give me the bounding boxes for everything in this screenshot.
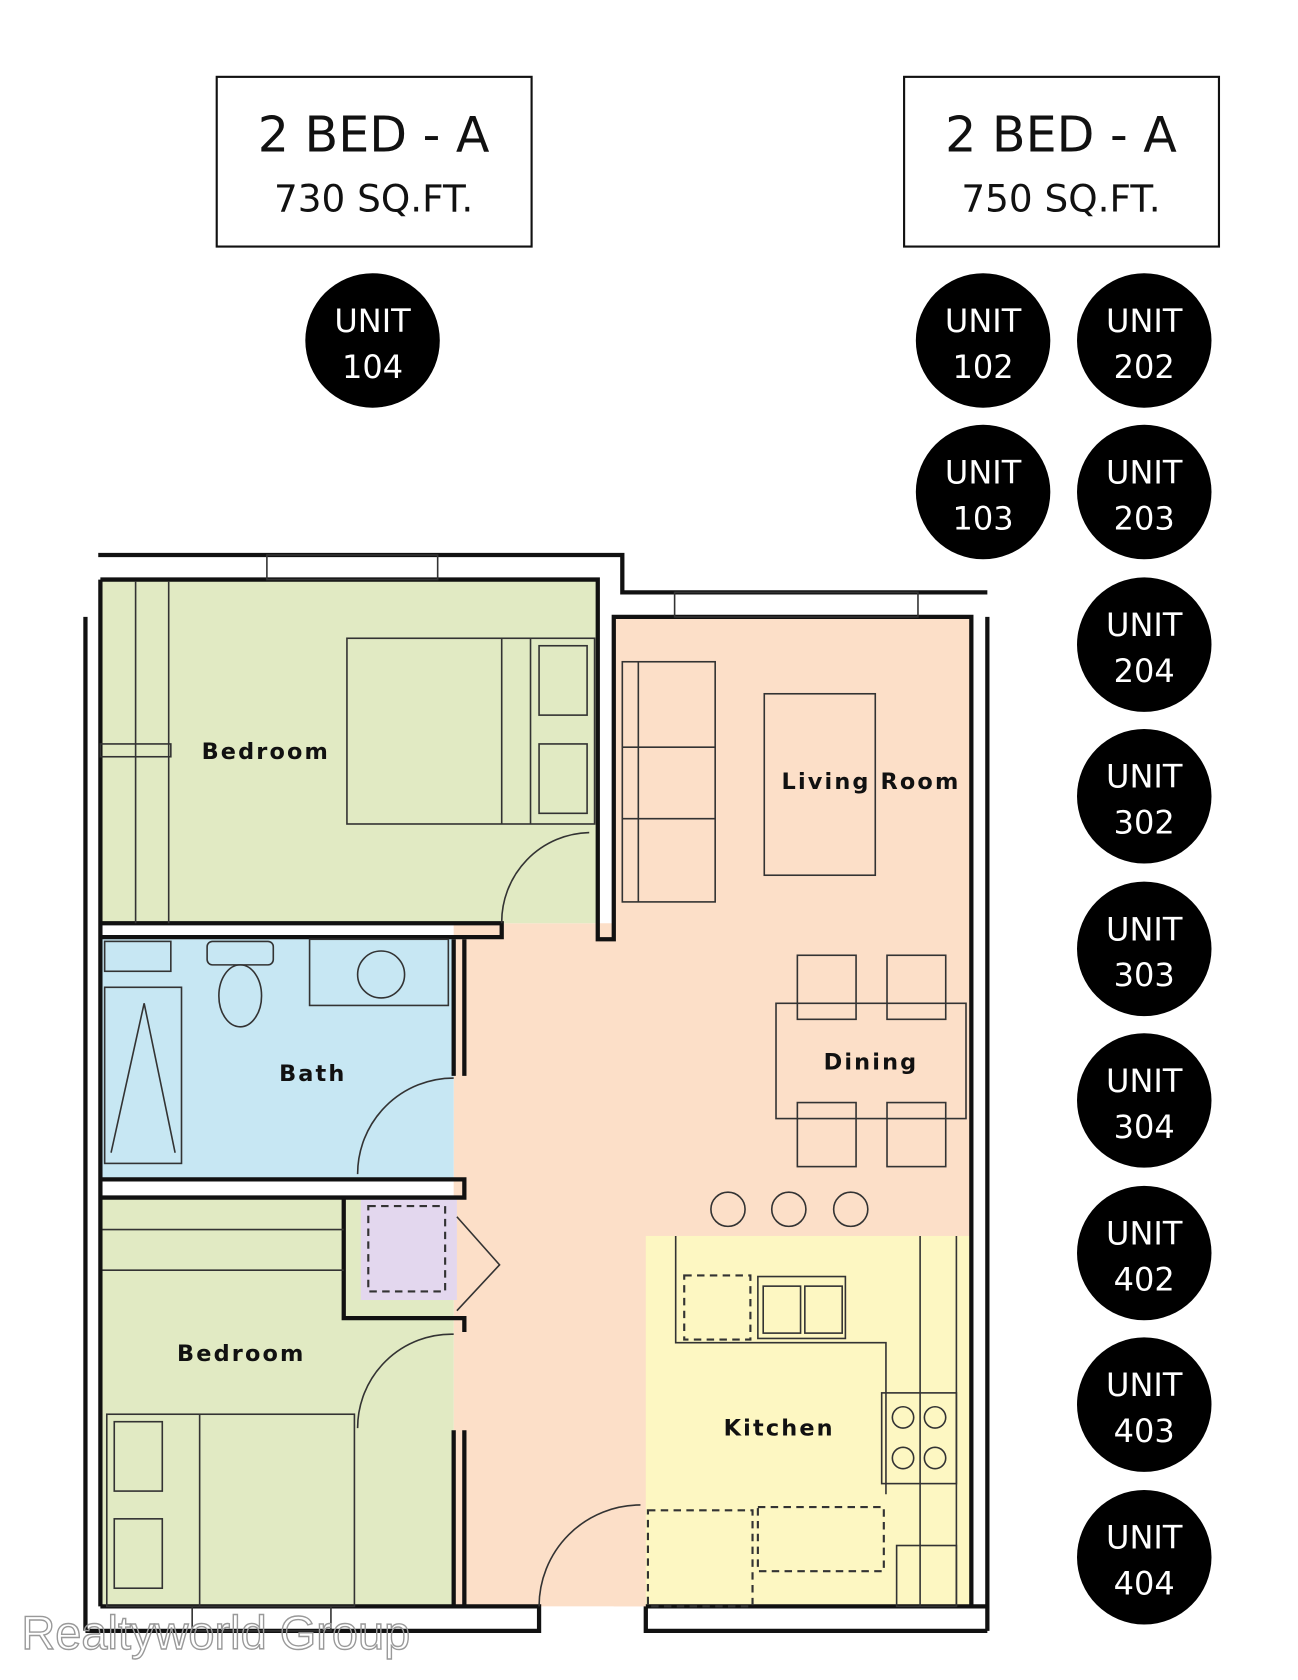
plan-area: 750 SQ.FT. xyxy=(961,176,1160,220)
unit-badge-number: 403 xyxy=(1114,1412,1175,1450)
unit-badge-label: UNIT xyxy=(1106,1062,1183,1100)
unit-badge-104: UNIT 104 xyxy=(305,273,440,408)
unit-badge-402: UNIT 402 xyxy=(1077,1185,1212,1321)
unit-badge-circle xyxy=(1077,1033,1212,1168)
unit-badge-circle xyxy=(305,273,440,408)
unit-badge-number: 103 xyxy=(953,499,1014,537)
unit-badge-label: UNIT xyxy=(1106,1215,1183,1253)
unit-badge-label: UNIT xyxy=(1106,1366,1183,1404)
plan-header-730: 2 BED - A 730 SQ.FT. xyxy=(215,75,533,248)
unit-badge-circle xyxy=(1077,1337,1212,1472)
unit-badge-circle xyxy=(915,424,1051,560)
unit-badge-label: UNIT xyxy=(945,302,1022,340)
unit-badge-circle xyxy=(1077,1185,1212,1321)
unit-badge-number: 402 xyxy=(1114,1260,1175,1298)
unit-badge-label: UNIT xyxy=(1106,758,1183,796)
room-label-living-room: Living Room xyxy=(782,769,961,795)
unit-badge-number: 104 xyxy=(342,348,403,386)
unit-badge-circle xyxy=(1077,881,1212,1017)
unit-badge-number: 204 xyxy=(1114,652,1175,690)
unit-badge-label: UNIT xyxy=(1106,1519,1183,1557)
unit-badge-number: 404 xyxy=(1114,1565,1175,1603)
room-label-bath: Bath xyxy=(279,1061,346,1087)
unit-badge-number: 302 xyxy=(1114,804,1175,842)
plan-title: 2 BED - A xyxy=(258,106,490,164)
room-label-kitchen: Kitchen xyxy=(724,1416,835,1442)
unit-badge-number: 203 xyxy=(1114,499,1175,537)
watermark: Realtyworld Group xyxy=(21,1606,410,1659)
room-label-dining: Dining xyxy=(824,1049,919,1075)
unit-badge-number: 202 xyxy=(1114,348,1175,386)
unit-badge-102: UNIT 102 xyxy=(915,273,1051,408)
unit-badge-circle xyxy=(915,273,1051,408)
unit-badge-label: UNIT xyxy=(1106,910,1183,948)
plan-header-750: 2 BED - A 750 SQ.FT. xyxy=(903,75,1221,248)
room-label-bedroom: Bedroom xyxy=(177,1341,305,1367)
furniture xyxy=(99,581,967,1608)
unit-badge-number: 304 xyxy=(1114,1108,1175,1146)
unit-badge-304: UNIT 304 xyxy=(1077,1033,1212,1168)
unit-badge-label: UNIT xyxy=(945,454,1022,492)
unit-badge-circle xyxy=(1077,728,1212,864)
unit-badge-403: UNIT 403 xyxy=(1077,1337,1212,1472)
unit-badge-circle xyxy=(1077,1490,1212,1625)
unit-badge-302: UNIT 302 xyxy=(1077,728,1212,864)
unit-badge-circle xyxy=(1077,273,1212,408)
unit-badge-204: UNIT 204 xyxy=(1077,577,1212,712)
room-label-bedroom: Bedroom xyxy=(202,739,330,765)
unit-badge-number: 102 xyxy=(953,348,1014,386)
plan-area: 730 SQ.FT. xyxy=(274,176,473,220)
unit-badge-404: UNIT 404 xyxy=(1077,1490,1212,1625)
unit-badge-label: UNIT xyxy=(1106,302,1183,340)
unit-badge-number: 303 xyxy=(1114,956,1175,994)
unit-badge-label: UNIT xyxy=(334,302,411,340)
room-fills xyxy=(100,579,972,1607)
unit-badge-label: UNIT xyxy=(1106,606,1183,644)
unit-badge-label: UNIT xyxy=(1106,454,1183,492)
plan-title: 2 BED - A xyxy=(945,106,1177,164)
unit-badge-303: UNIT 303 xyxy=(1077,881,1212,1017)
unit-badge-202: UNIT 202 xyxy=(1077,273,1212,408)
unit-badge-circle xyxy=(1077,424,1212,560)
unit-badge-203: UNIT 203 xyxy=(1077,424,1212,560)
unit-badge-circle xyxy=(1077,577,1212,712)
unit-badge-103: UNIT 103 xyxy=(915,424,1051,560)
